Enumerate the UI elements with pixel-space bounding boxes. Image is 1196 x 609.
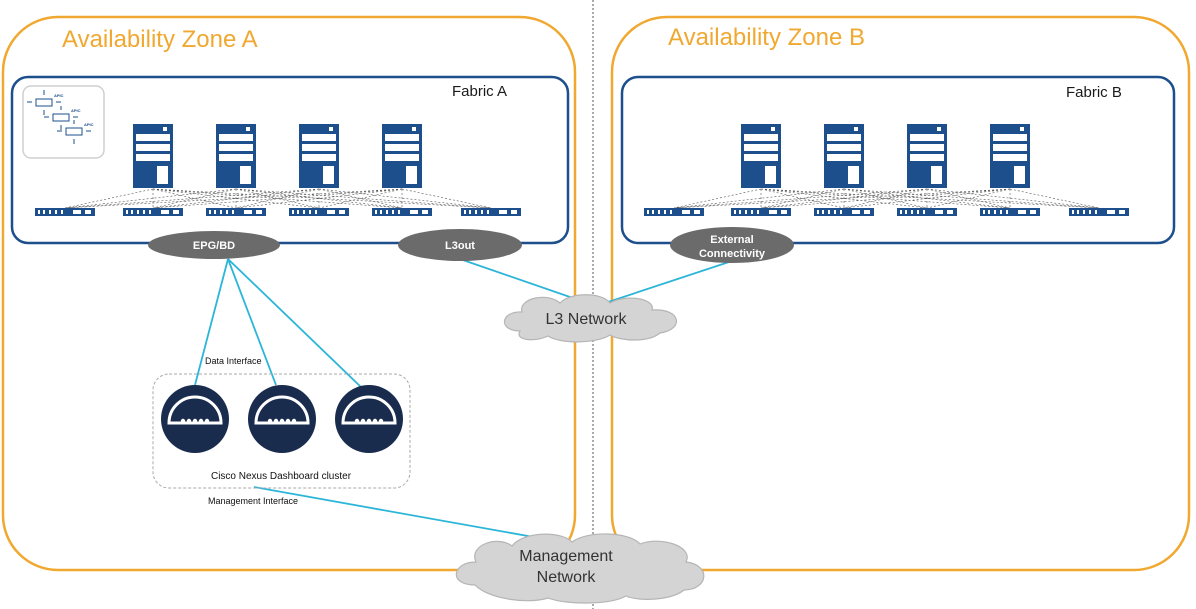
epg-bd-pill (148, 231, 280, 259)
dashboard-node-icon (159, 383, 231, 455)
management-interface-label: Management Interface (208, 496, 298, 506)
leaf-switch-icon (814, 208, 874, 216)
leaf-switch-icon (35, 208, 95, 216)
cluster-label: Cisco Nexus Dashboard cluster (211, 471, 352, 482)
fabric-a-boundary (10, 75, 570, 245)
spine-switch-icon (741, 124, 781, 188)
fabric-a-mesh (64, 188, 492, 209)
leaf-switch-icon (461, 208, 521, 216)
apic-label: APIC (71, 108, 81, 113)
management-network-label: Network (537, 569, 597, 586)
spine-switch-icon (907, 124, 947, 188)
management-network-cloud: Management Network (455, 533, 705, 604)
leaf-switch-icon (897, 208, 957, 216)
leaf-switch-icon (980, 208, 1040, 216)
spine-switch-icon (299, 124, 339, 188)
epg-bd-label: EPG/BD (193, 240, 235, 252)
nexus-dashboard-cluster (152, 373, 411, 489)
apic-cluster-icon: APIC APIC APIC (22, 85, 105, 159)
leaf-switch-icon (289, 208, 349, 216)
l3out-pill (398, 229, 522, 261)
dashboard-node-icon (333, 383, 405, 455)
fabric-b-mesh (673, 188, 1100, 209)
l3-network-cloud: L3 Network (503, 294, 678, 343)
apic-label: APIC (54, 93, 64, 98)
spine-switch-icon (824, 124, 864, 188)
leaf-switch-icon (1069, 208, 1129, 216)
external-connectivity-pill (670, 227, 794, 263)
leaf-switch-icon (206, 208, 266, 216)
spine-switch-icon (382, 124, 422, 188)
fabric-a-title: Fabric A (452, 83, 507, 100)
external-connectivity-label: External (710, 234, 753, 246)
zone-b-title: Availability Zone B (668, 24, 865, 51)
spine-switch-icon (216, 124, 256, 188)
dashboard-node-icon (246, 383, 318, 455)
fabric-b-boundary (620, 75, 1176, 245)
spine-switch-icon (990, 124, 1030, 188)
spine-switch-icon (133, 124, 173, 188)
management-network-label: Management (519, 548, 613, 565)
leaf-switch-icon (372, 208, 432, 216)
zone-a-title: Availability Zone A (62, 26, 258, 53)
zone-a-boundary (1, 15, 577, 572)
fabric-b-title: Fabric B (1066, 84, 1122, 101)
l3out-label: L3out (445, 240, 475, 252)
l3-network-label: L3 Network (546, 311, 628, 328)
leaf-switch-icon (123, 208, 183, 216)
leaf-switch-icon (644, 208, 704, 216)
external-connectivity-label: Connectivity (699, 248, 766, 260)
apic-label: APIC (84, 122, 94, 127)
leaf-switch-icon (731, 208, 791, 216)
zone-b-boundary (610, 15, 1191, 572)
data-interface-label: Data Interface (205, 356, 262, 366)
